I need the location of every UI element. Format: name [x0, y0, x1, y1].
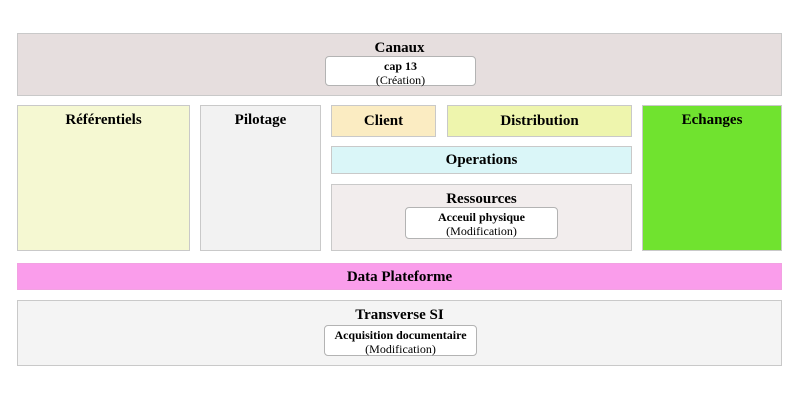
block-transverse-si: Transverse SI Acquisition documentaire (… [17, 300, 782, 366]
block-distribution: Distribution [447, 105, 632, 137]
capability-box-cap13: cap 13 (Création) [325, 56, 476, 88]
block-echanges-title: Echanges [681, 112, 743, 128]
block-data-plateforme: Data Plateforme [17, 263, 782, 290]
block-client-title: Client [363, 113, 404, 129]
capability-name: Acquisition documentaire [334, 328, 467, 342]
block-canaux-title: Canaux [374, 40, 425, 56]
capability-state: (Modification) [365, 342, 436, 357]
block-pilotage: Pilotage [200, 105, 321, 251]
capability-state: (Modification) [446, 224, 517, 239]
capability-name: cap 13 [384, 59, 417, 73]
block-client: Client [331, 105, 436, 137]
capability-state: (Création) [375, 73, 426, 88]
block-canaux: Canaux cap 13 (Création) [17, 33, 782, 96]
block-ressources-title: Ressources [446, 191, 517, 207]
capability-box-acceuil-physique: Acceuil physique (Modification) [405, 207, 558, 239]
block-operations-title: Operations [445, 152, 518, 168]
block-ressources: Ressources Acceuil physique (Modificatio… [331, 184, 632, 251]
block-operations: Operations [331, 146, 632, 174]
block-data-plateforme-title: Data Plateforme [346, 268, 453, 285]
block-transverse-si-title: Transverse SI [355, 307, 444, 323]
capability-name: Acceuil physique [437, 210, 525, 224]
block-distribution-title: Distribution [500, 113, 579, 129]
block-echanges: Echanges [642, 105, 782, 251]
block-referentiels-title: Référentiels [65, 112, 142, 128]
capability-box-acquisition-documentaire: Acquisition documentaire (Modification) [324, 325, 477, 356]
block-referentiels: Référentiels [17, 105, 190, 251]
block-pilotage-title: Pilotage [234, 112, 287, 128]
